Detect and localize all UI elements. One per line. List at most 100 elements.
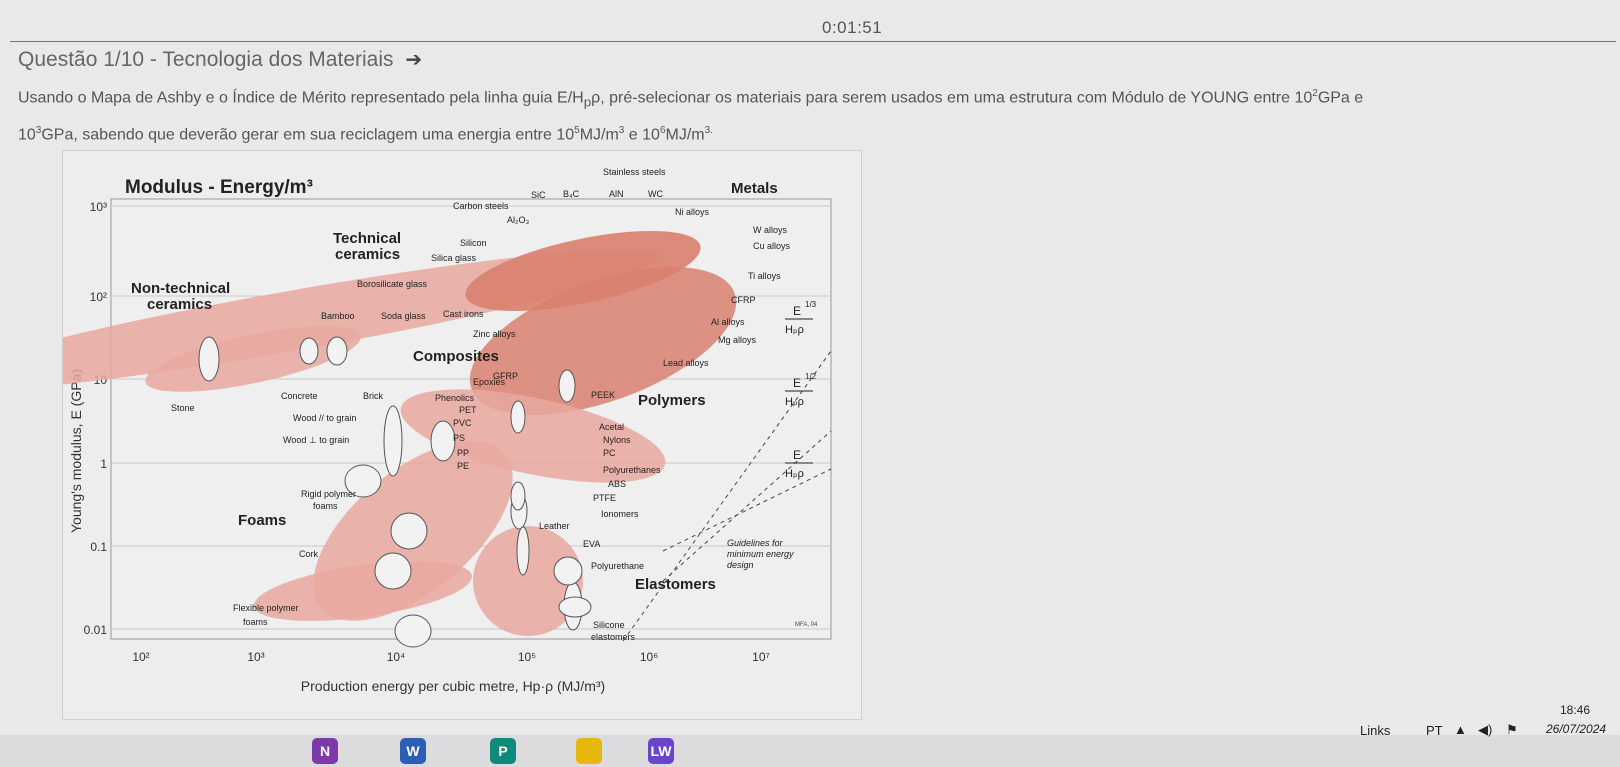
material-label: Mg alloys xyxy=(718,335,757,345)
material-label: Silicone xyxy=(593,620,625,630)
material-bubble xyxy=(553,556,583,586)
material-label: Borosilicate glass xyxy=(357,279,428,289)
index-numerator: E xyxy=(793,376,801,390)
chevron-up-icon[interactable]: ▲ xyxy=(1454,722,1467,737)
material-label: PS xyxy=(453,433,465,443)
question-text: Usando o Mapa de Ashby e o Índice de Mér… xyxy=(18,88,1364,143)
material-label: PVC xyxy=(453,418,472,428)
material-label: SiC xyxy=(531,190,546,200)
index-numerator: E xyxy=(793,448,801,462)
index-numerator: E xyxy=(793,304,801,318)
material-label: Ti alloys xyxy=(748,271,781,281)
material-label: CFRP xyxy=(731,295,756,305)
material-bubble xyxy=(430,420,456,462)
envelope-polymers xyxy=(400,389,666,483)
index-exponent: 1/2 xyxy=(805,372,817,381)
onenote-icon[interactable]: N xyxy=(312,738,338,764)
material-label: EVA xyxy=(583,539,600,549)
divider xyxy=(10,41,1616,42)
material-label: PET xyxy=(459,405,477,415)
material-label: Wood ⊥ to grain xyxy=(283,435,349,445)
material-label: Cu alloys xyxy=(753,241,791,251)
ashby-chart-image: 10³10²1010.10.0110²10³10⁴10⁵10⁶10⁷Young'… xyxy=(62,150,862,720)
material-label: Cork xyxy=(299,549,319,559)
x-axis-label: Production energy per cubic metre, Hp·ρ … xyxy=(301,678,605,694)
material-label: Al₂O₃ xyxy=(507,215,529,225)
material-bubble xyxy=(383,405,403,477)
family-label-metals: Metals xyxy=(731,180,778,197)
ashby-chart-svg: 10³10²1010.10.0110²10³10⁴10⁵10⁶10⁷Young'… xyxy=(63,167,832,694)
index-denominator: Hₚρ xyxy=(785,324,804,336)
family-label-nontech1: Non-technical xyxy=(131,280,230,297)
guidelines-label: minimum energy xyxy=(727,549,794,559)
clock-time[interactable]: 18:46 xyxy=(1560,703,1591,717)
question-title: Questão 1/10 - Tecnologia dos Materiais … xyxy=(18,47,422,72)
family-label-foams: Foams xyxy=(238,512,286,529)
envelope-elastomers xyxy=(473,526,583,636)
family-label-technical: Technical xyxy=(333,230,401,247)
index-denominator: Hₚρ xyxy=(785,396,804,408)
app-icon[interactable]: LW xyxy=(648,738,674,764)
y-tick-label: 10² xyxy=(90,290,107,304)
material-bubble xyxy=(374,552,412,590)
family-label-elastomers: Elastomers xyxy=(635,576,716,593)
material-label: Silicon xyxy=(460,238,487,248)
material-label: Soda glass xyxy=(381,311,426,321)
publisher-icon[interactable]: P xyxy=(490,738,516,764)
envelope-flexible-foams xyxy=(254,561,472,621)
material-label: PE xyxy=(457,461,469,471)
material-bubble xyxy=(326,336,348,366)
material-bubble xyxy=(394,614,432,648)
material-label: foams xyxy=(313,501,338,511)
material-label: Rigid polymer xyxy=(301,489,356,499)
guidelines-label: Guidelines for xyxy=(727,538,784,548)
family-label-polymers: Polymers xyxy=(638,392,706,409)
material-label: Flexible polymer xyxy=(233,603,299,613)
material-label: Leather xyxy=(539,521,570,531)
chart-title: Modulus - Energy/m³ xyxy=(125,177,313,198)
material-label: Al alloys xyxy=(711,317,745,327)
material-label: Brick xyxy=(363,391,383,401)
material-label: Wood // to grain xyxy=(293,413,356,423)
y-axis-label: Young's modulus, E (GPa) xyxy=(68,369,84,533)
x-tick-label: 10² xyxy=(132,650,149,664)
material-bubble xyxy=(390,512,428,550)
material-label: Acetal xyxy=(599,422,624,432)
family-label-ceramics: ceramics xyxy=(335,246,400,263)
material-label: PTFE xyxy=(593,493,616,503)
material-bubble xyxy=(299,337,319,365)
material-label: Zinc alloys xyxy=(473,329,516,339)
material-label: WC xyxy=(648,189,663,199)
volume-icon[interactable]: ◀) xyxy=(1478,722,1493,737)
material-bubble xyxy=(510,400,526,434)
language-indicator[interactable]: PT xyxy=(1426,723,1443,738)
flag-icon[interactable]: ⚑ xyxy=(1506,722,1518,737)
material-label: Nylons xyxy=(603,435,631,445)
material-label: Ionomers xyxy=(601,509,639,519)
envelope-composites xyxy=(469,267,737,415)
links-label[interactable]: Links xyxy=(1360,723,1391,738)
material-label: PP xyxy=(457,448,469,458)
word-icon[interactable]: W xyxy=(400,738,426,764)
y-tick-label: 10³ xyxy=(90,200,107,214)
clock-date[interactable]: 26/07/2024 xyxy=(1546,722,1607,736)
x-tick-label: 10³ xyxy=(247,650,264,664)
x-tick-label: 10⁷ xyxy=(752,650,770,664)
y-tick-label: 1 xyxy=(100,457,107,471)
material-bubble xyxy=(558,369,576,403)
timer: 0:01:51 xyxy=(822,18,883,37)
material-label: Bamboo xyxy=(321,311,355,321)
material-label: Stainless steels xyxy=(603,167,666,177)
y-tick-label: 0.01 xyxy=(84,623,108,637)
x-tick-label: 10⁵ xyxy=(518,650,536,664)
index-exponent: 1/3 xyxy=(805,300,817,309)
family-label-composites: Composites xyxy=(413,348,499,365)
material-label: Carbon steels xyxy=(453,201,509,211)
material-bubble xyxy=(558,596,592,618)
arrow-right-icon[interactable]: ➔ xyxy=(405,49,423,71)
chrome-icon[interactable] xyxy=(576,738,602,764)
material-label: GFRP xyxy=(493,371,518,381)
material-label: Epoxies xyxy=(473,377,506,387)
material-bubble xyxy=(516,526,530,576)
material-label: Silica glass xyxy=(431,253,477,263)
